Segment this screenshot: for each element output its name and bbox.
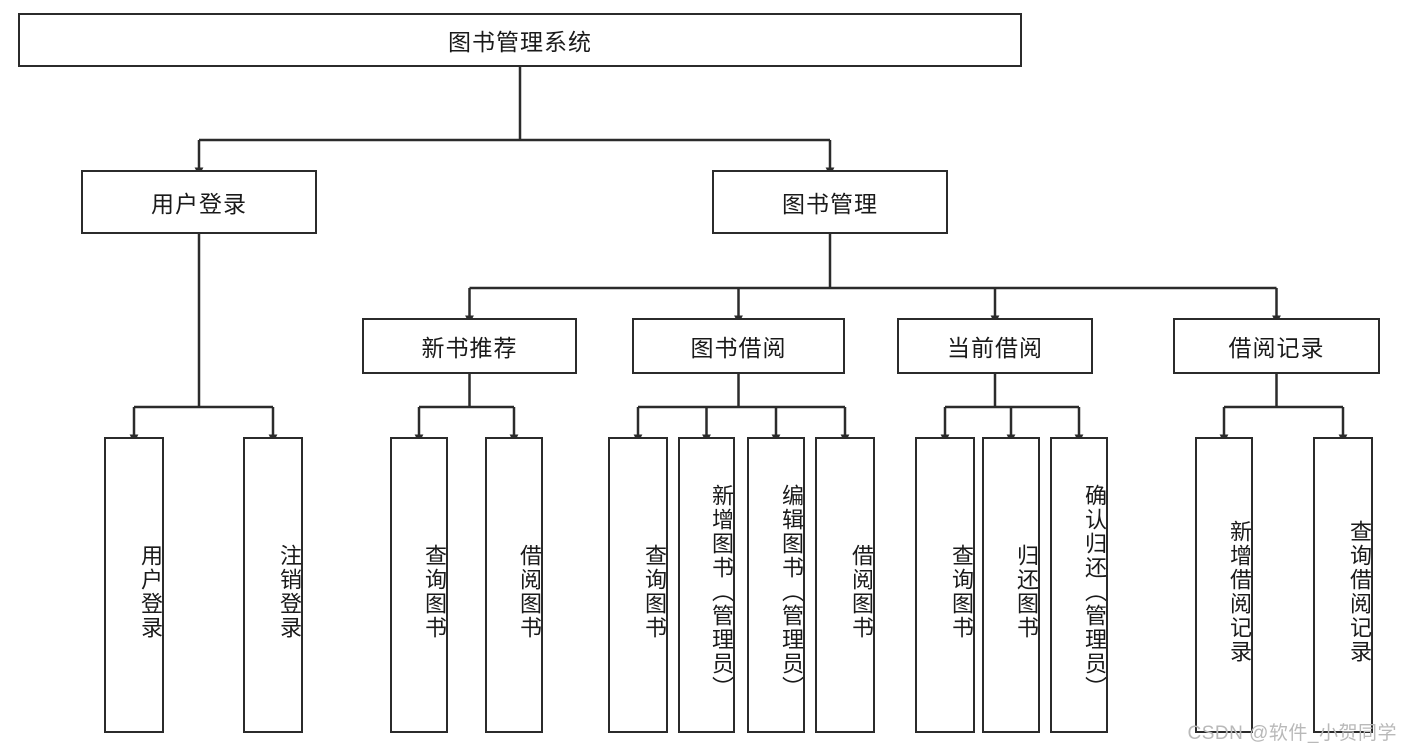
node-leaf-user-login-label: 用户登录 [138,544,163,640]
node-leaf-add-record[interactable]: 新增借阅记录 [1195,437,1253,733]
node-book-borrow-label: 图书借阅 [690,335,787,361]
node-leaf-query-book-b[interactable]: 查询图书 [608,437,668,733]
node-leaf-query-book-a[interactable]: 查询图书 [390,437,448,733]
node-book-management-label: 图书管理 [782,191,878,217]
node-leaf-borrow-book-a[interactable]: 借阅图书 [485,437,543,733]
node-borrow-record-label: 借阅记录 [1228,335,1325,361]
node-leaf-edit-book-label: 编辑图书（管理员） [779,484,804,700]
node-leaf-return-book[interactable]: 归还图书 [982,437,1040,733]
node-new-book-recommend[interactable]: 新书推荐 [362,318,577,374]
node-borrow-record[interactable]: 借阅记录 [1173,318,1380,374]
node-leaf-add-book-label: 新增图书（管理员） [709,484,734,700]
node-leaf-confirm-return-label: 确认归还（管理员） [1082,484,1107,700]
node-leaf-return-book-label: 归还图书 [1014,544,1039,640]
node-leaf-borrow-book-b-label: 借阅图书 [849,544,874,640]
node-user-login[interactable]: 用户登录 [81,170,317,234]
node-leaf-query-book-c-label: 查询图书 [949,544,974,640]
node-leaf-user-login[interactable]: 用户登录 [104,437,164,733]
node-leaf-confirm-return[interactable]: 确认归还（管理员） [1050,437,1108,733]
node-leaf-query-book-b-label: 查询图书 [642,544,667,640]
node-book-borrow[interactable]: 图书借阅 [632,318,845,374]
node-leaf-query-record[interactable]: 查询借阅记录 [1313,437,1373,733]
node-leaf-borrow-book-b[interactable]: 借阅图书 [815,437,875,733]
node-current-borrow[interactable]: 当前借阅 [897,318,1093,374]
node-leaf-query-book-c[interactable]: 查询图书 [915,437,975,733]
node-user-login-label: 用户登录 [151,191,247,217]
node-new-book-recommend-label: 新书推荐 [421,335,518,361]
node-leaf-add-book[interactable]: 新增图书（管理员） [678,437,735,733]
watermark-text: CSDN @软件_小贺同学 [1187,723,1397,744]
node-leaf-logout[interactable]: 注销登录 [243,437,303,733]
node-root[interactable]: 图书管理系统 [18,13,1022,67]
node-leaf-add-record-label: 新增借阅记录 [1227,520,1252,664]
node-leaf-borrow-book-a-label: 借阅图书 [517,544,542,640]
node-book-management[interactable]: 图书管理 [712,170,948,234]
node-leaf-edit-book[interactable]: 编辑图书（管理员） [747,437,805,733]
node-current-borrow-label: 当前借阅 [947,335,1043,361]
node-leaf-query-book-a-label: 查询图书 [422,544,447,640]
node-leaf-logout-label: 注销登录 [277,544,302,640]
node-leaf-query-record-label: 查询借阅记录 [1347,520,1372,664]
node-root-label: 图书管理系统 [448,29,592,55]
